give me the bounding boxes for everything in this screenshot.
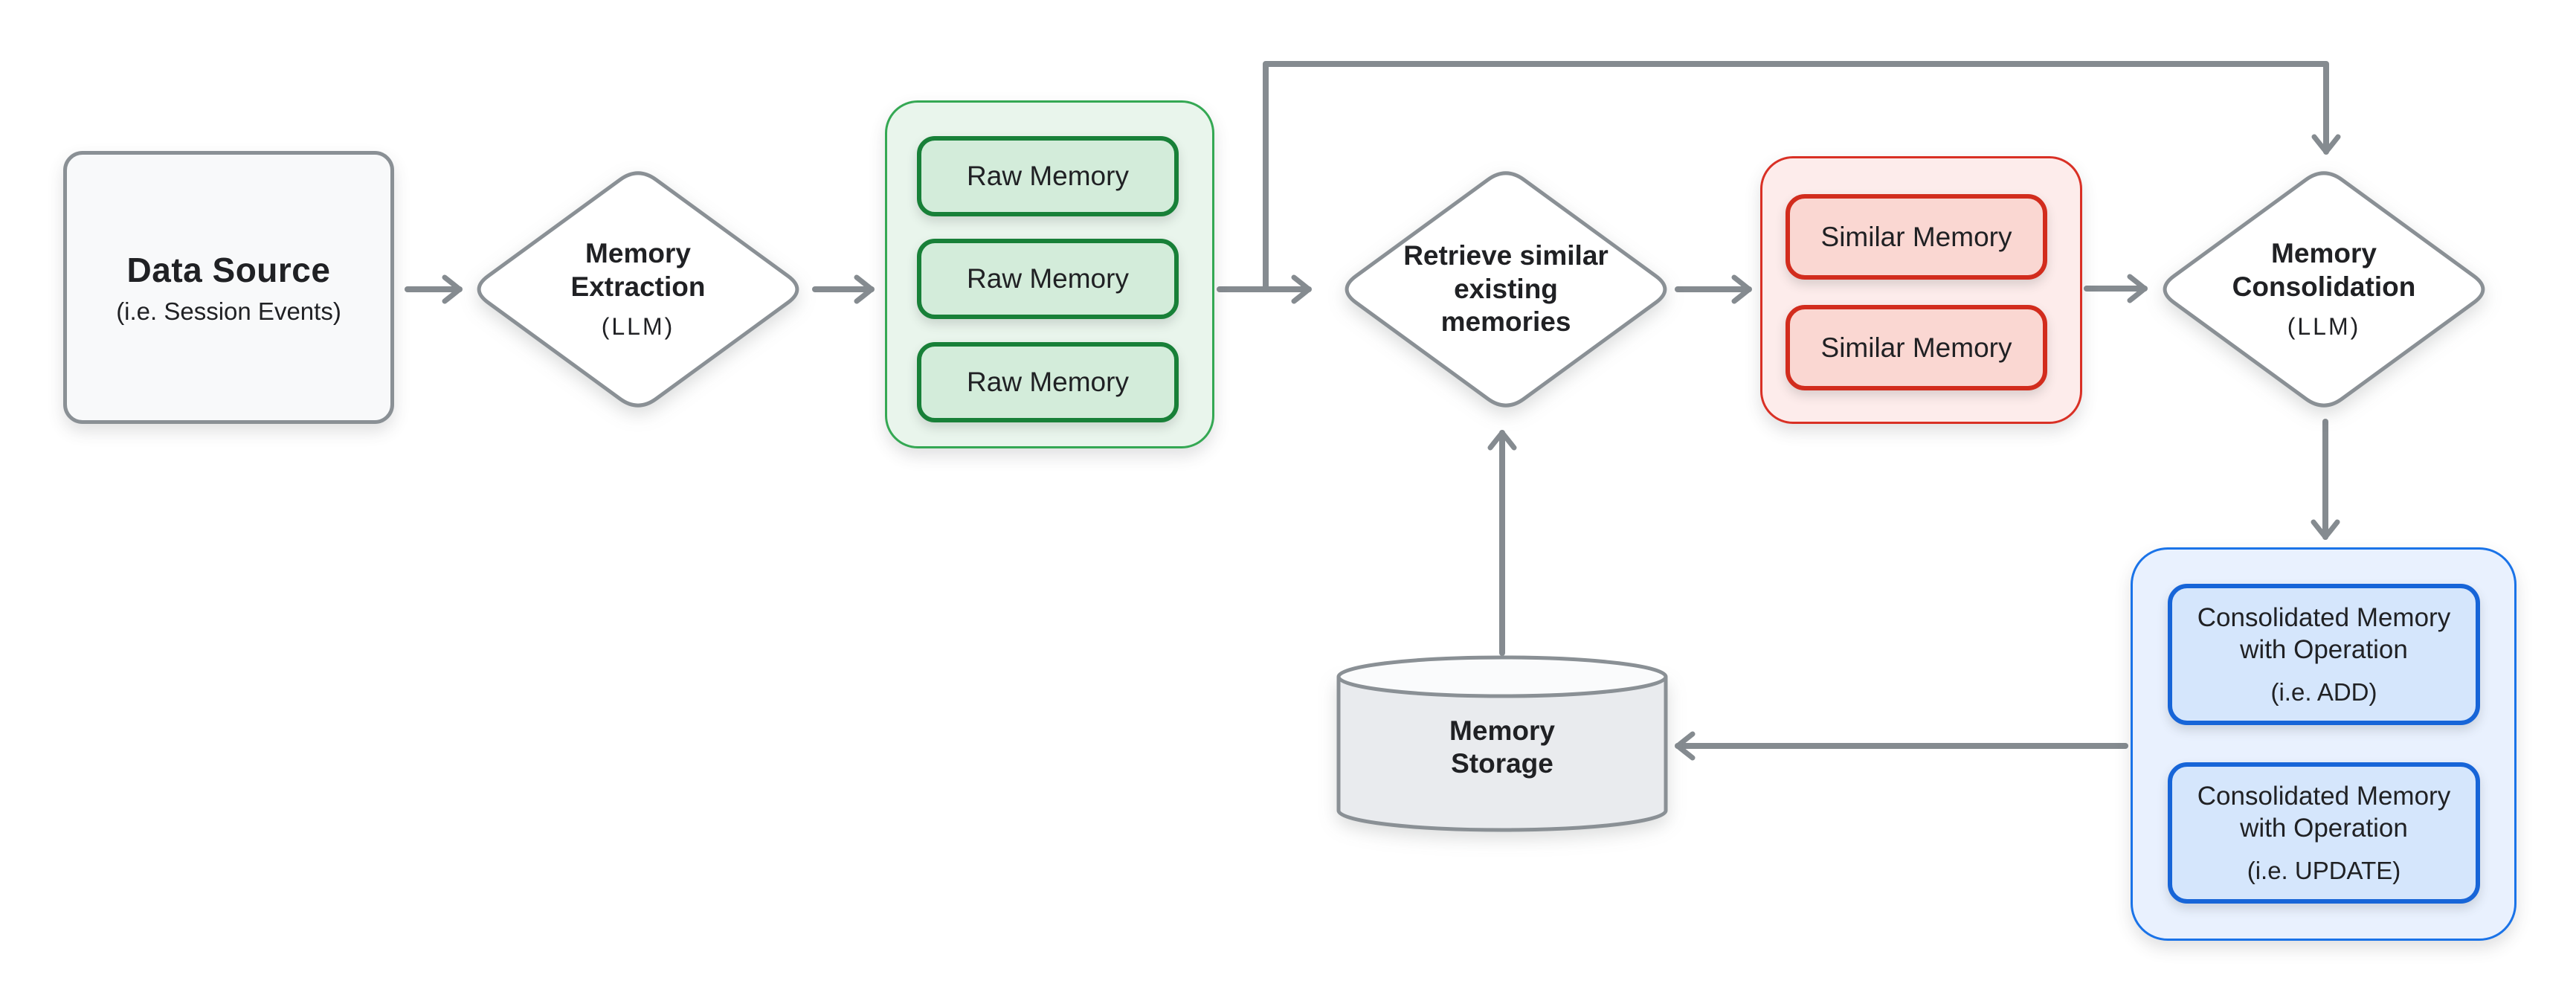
memory-extraction-line1: Memory: [585, 238, 691, 269]
raw-memory-label: Raw Memory: [967, 263, 1129, 294]
raw-memory-item: Raw Memory: [917, 136, 1179, 216]
raw-memory-label: Raw Memory: [967, 367, 1129, 397]
raw-memory-label: Raw Memory: [967, 161, 1129, 191]
data-source-title: Data Source: [126, 250, 331, 289]
consolidated-memory-item: Consolidated Memory with Operation (i.e.…: [2168, 584, 2480, 725]
memory-consolidation-line1: Memory: [2271, 238, 2377, 269]
similar-memory-item: Similar Memory: [1786, 194, 2047, 280]
consolidated-memory-title: Consolidated Memory with Operation: [2197, 782, 2451, 843]
raw-memory-item: Raw Memory: [917, 239, 1179, 319]
consolidated-memory-item: Consolidated Memory with Operation (i.e.…: [2168, 762, 2480, 904]
consolidated-memory-operation: (i.e. ADD): [2270, 677, 2377, 706]
memory-storage-line1: Memory: [1449, 715, 1555, 746]
consolidated-memory-title: Consolidated Memory with Operation: [2197, 603, 2451, 664]
feedback-line-raw-to-consolidation: [1263, 61, 2341, 292]
memory-extraction-subtitle: (LLM): [601, 313, 675, 341]
similar-memory-item: Similar Memory: [1786, 305, 2047, 390]
memory-extraction-label: Memory Extraction (LLM): [489, 200, 787, 379]
memory-storage-label: Memory Storage: [1391, 699, 1614, 796]
consolidated-memory-container: Consolidated Memory with Operation (i.e.…: [2131, 547, 2517, 941]
data-source-subtitle: (i.e. Session Events): [116, 297, 341, 325]
memory-consolidation-subtitle: (LLM): [2287, 313, 2361, 341]
memory-storage-cylinder-top: [1336, 655, 1668, 698]
data-source-node: Data Source (i.e. Session Events): [63, 151, 394, 424]
retrieve-line3: memories: [1440, 306, 1571, 338]
memory-extraction-line2: Extraction: [570, 271, 706, 302]
memory-extraction-diamond: [477, 171, 799, 408]
memory-consolidation-line2: Consolidation: [2232, 271, 2416, 302]
similar-memory-container: Similar Memory Similar Memory: [1760, 156, 2082, 424]
retrieve-memories-diamond: [1345, 171, 1667, 408]
consolidated-memory-operation: (i.e. UPDATE): [2247, 856, 2401, 884]
memory-consolidation-label: Memory Consolidation (LLM): [2175, 200, 2473, 379]
similar-memory-label: Similar Memory: [1820, 221, 2012, 252]
memory-storage-line2: Storage: [1451, 748, 1553, 779]
similar-memory-label: Similar Memory: [1820, 332, 2012, 363]
memory-storage-cylinder: [1336, 677, 1668, 832]
memory-consolidation-diamond: [2163, 171, 2485, 408]
retrieve-line1: Retrieve similar: [1403, 240, 1609, 271]
retrieve-line2: existing: [1454, 273, 1558, 304]
retrieve-memories-label: Retrieve similar existing memories: [1357, 200, 1655, 379]
raw-memory-container: Raw Memory Raw Memory Raw Memory: [885, 100, 1214, 448]
raw-memory-item: Raw Memory: [917, 342, 1179, 422]
